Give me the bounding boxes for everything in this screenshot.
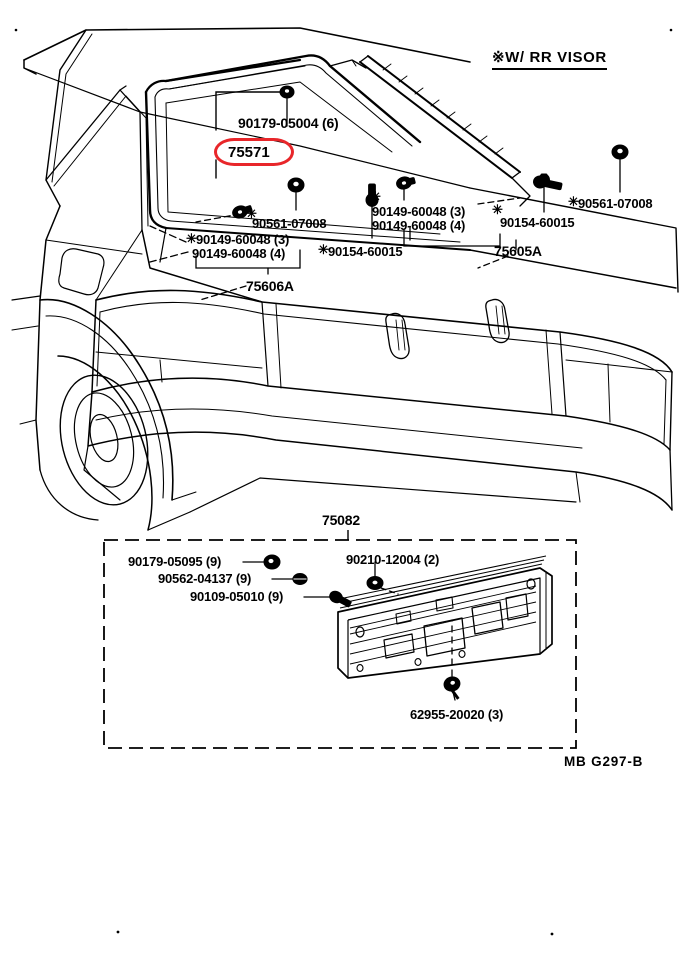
fastener-icons-lower — [263, 554, 461, 700]
diagram-footer-code: MB G297-B — [564, 754, 644, 769]
part-label-75571: 75571 — [228, 144, 270, 161]
part-label-90561-07008-right: 90561-07008 — [578, 196, 653, 211]
asterisk-icon-90154-right: ✳ — [492, 202, 503, 217]
group-label-75082: 75082 — [322, 512, 360, 528]
part-label-75606a: 75606A — [246, 278, 294, 294]
part-label-90154-60015-left: 90154-60015 — [328, 244, 403, 259]
part-label-90179-05095: 90179-05095 (9) — [128, 554, 222, 569]
part-label-90109-05010: 90109-05010 (9) — [190, 589, 284, 604]
part-label-75605a: 75605A — [494, 243, 542, 259]
asterisk-icon-90149-left: ✳ — [186, 231, 197, 246]
license-garnish-part — [337, 555, 553, 679]
asterisk-icon-90561-left: ✳ — [246, 206, 257, 221]
scan-artifact-dots — [14, 28, 673, 936]
part-label-90149-60048-4-right: 90149-60048 (4) — [372, 218, 466, 233]
part-label-90561-07008-left: 90561-07008 — [252, 216, 327, 231]
part-label-90149-60048-3-left: 90149-60048 (3) — [196, 232, 290, 247]
fastener-icons-upper — [232, 85, 629, 219]
part-label-90562-04137: 90562-04137 (9) — [158, 571, 252, 586]
rr-visor-note: ※W/ RR VISOR — [492, 48, 607, 70]
asterisk-icon-90154-left: ✳ — [318, 242, 329, 257]
asterisk-icon-90149-right: ✳ — [370, 189, 381, 204]
asterisk-icon-90561-right: ✳ — [568, 194, 579, 209]
part-label-90149-60048-3-right: 90149-60048 (3) — [372, 204, 466, 219]
part-label-90179-05004: 90179-05004 (6) — [238, 115, 339, 131]
part-label-62955-20020: 62955-20020 (3) — [410, 707, 504, 722]
highlight-oval-75571 — [214, 138, 294, 166]
leader-lines-lower — [242, 561, 456, 701]
part-label-90154-60015-right: 90154-60015 — [500, 215, 575, 230]
part-label-90149-60048-4-left: 90149-60048 (4) — [192, 246, 286, 261]
license-garnish-group-box — [103, 539, 577, 749]
part-label-90210-12004: 90210-12004 (2) — [346, 552, 440, 567]
leader-lines-upper — [149, 91, 621, 301]
